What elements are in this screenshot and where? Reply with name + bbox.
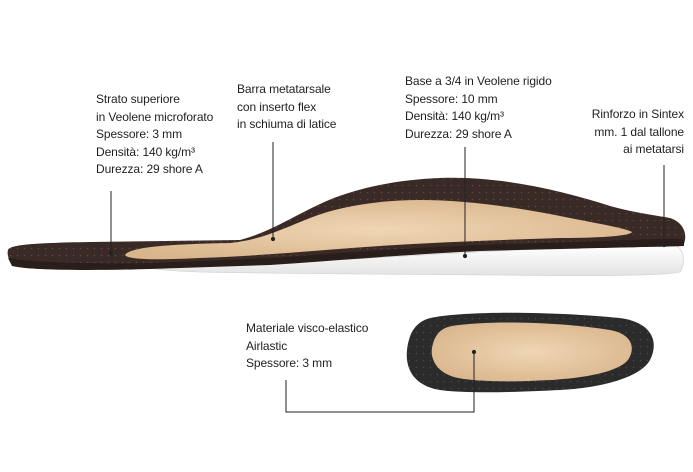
- callout-metatarsal-bar-line-1: Barra metatarsale: [237, 82, 331, 96]
- callout-viscoelastic-line-1: Materiale visco-elastico: [246, 321, 369, 335]
- callout-top-layer: Strato superiore in Veolene microforato …: [96, 91, 213, 179]
- callout-top-layer-line-2: in Veolene microforato: [96, 109, 214, 124]
- leader-viscoelastic: [285, 352, 475, 413]
- callout-top-layer-line-4: Densità: 140 kg/m³: [96, 144, 195, 159]
- callout-top-layer-line-5: Durezza: 29 shore A: [96, 162, 203, 176]
- callout-reinforcement-line-2: mm. 1 dal tallone: [594, 124, 684, 139]
- callout-viscoelastic-line-2: Airlastic: [246, 338, 288, 353]
- top-view-insole: [406, 312, 654, 393]
- side-view-insole: [7, 177, 686, 276]
- leader-lines: [108, 142, 667, 413]
- callout-base-line-1: Base a 3/4 in Veolene rigido: [405, 74, 552, 88]
- callout-viscoelastic: Materiale visco-elastico Airlastic Spess…: [246, 320, 368, 373]
- callout-reinforcement-line-3: ai metatarsi: [623, 142, 684, 156]
- beige-insert: [125, 200, 632, 260]
- callout-viscoelastic-line-3: Spessore: 3 mm: [246, 356, 332, 370]
- callout-top-layer-line-3: Spessore: 3 mm: [96, 127, 182, 141]
- callout-base-line-4: Durezza: 29 shore A: [405, 126, 512, 141]
- top-view-beige-insert: [431, 322, 632, 382]
- callout-base-line-2: Spessore: 10 mm: [405, 91, 498, 106]
- callout-top-layer-line-1: Strato superiore: [96, 92, 180, 106]
- callout-reinforcement: Rinforzo in Sintex mm. 1 dal tallone ai …: [592, 106, 684, 159]
- callout-metatarsal-bar: Barra metatarsale con inserto flex in sc…: [237, 81, 336, 134]
- callout-base-line-3: Densità: 140 kg/m³: [405, 109, 504, 123]
- callout-metatarsal-bar-line-2: con inserto flex: [237, 99, 317, 114]
- callout-base: Base a 3/4 in Veolene rigido Spessore: 1…: [405, 73, 552, 143]
- callout-metatarsal-bar-line-3: in schiuma di latice: [237, 117, 337, 131]
- white-base-layer: [149, 245, 684, 276]
- callout-reinforcement-line-1: Rinforzo in Sintex: [591, 107, 684, 121]
